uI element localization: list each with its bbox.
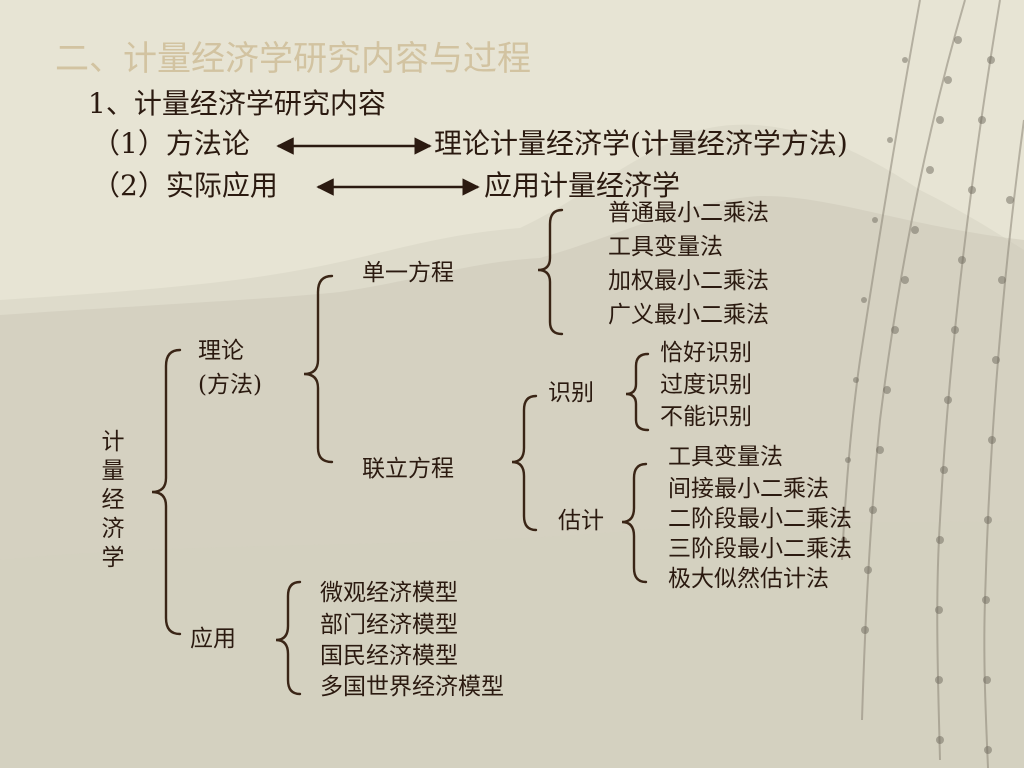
identification-label: 识别 (548, 380, 594, 406)
identification-type-1: 恰好识别 (660, 340, 752, 366)
brace-root (151, 348, 182, 636)
estimation-method-4: 三阶段最小二乘法 (668, 536, 852, 562)
slide-title: 二、计量经济学研究内容与过程 (55, 39, 531, 79)
identification-type-2: 过度识别 (660, 372, 752, 398)
brace-simultaneous (511, 394, 538, 532)
root-char-4: 济 (101, 516, 125, 542)
item1-left-label: （1）方法论 (92, 127, 250, 160)
willow-branches-decoration (841, 0, 1024, 768)
estimation-method-1: 工具变量法 (668, 444, 783, 470)
estimation-method-3: 二阶段最小二乘法 (668, 506, 852, 532)
application-model-2: 部门经济模型 (320, 612, 458, 638)
single-equation-label: 单一方程 (362, 260, 454, 286)
single-method-1: 普通最小二乘法 (608, 200, 769, 226)
root-char-5: 学 (101, 545, 125, 571)
root-char-2: 量 (101, 458, 125, 484)
root-char-1: 计 (101, 429, 125, 455)
estimation-label: 估计 (558, 508, 604, 534)
item2-right-label: 应用计量经济学 (484, 169, 681, 202)
brace-identification (625, 352, 650, 432)
theory-method-label: (方法) (198, 372, 262, 398)
section-subtitle: 1、计量经济学研究内容 (88, 87, 386, 120)
application-model-3: 国民经济模型 (320, 643, 458, 669)
theory-label: 理论 (198, 338, 244, 364)
application-label: 应用 (190, 626, 236, 652)
application-model-1: 微观经济模型 (320, 580, 458, 606)
single-method-4: 广义最小二乘法 (608, 302, 769, 328)
root-label-econometrics: 计 量 经 济 学 (98, 428, 128, 573)
simultaneous-equations-label: 联立方程 (362, 456, 454, 482)
willow-leaves-decoration (841, 36, 1014, 754)
single-method-3: 加权最小二乘法 (608, 268, 769, 294)
estimation-method-2: 间接最小二乘法 (668, 476, 829, 502)
estimation-method-5: 极大似然估计法 (668, 566, 829, 592)
identification-type-3: 不能识别 (660, 404, 752, 430)
brace-estimation (621, 462, 648, 584)
brace-single-equation (537, 208, 564, 336)
single-method-2: 工具变量法 (608, 234, 723, 260)
item1-right-label: 理论计量经济学(计量经济学方法) (434, 127, 848, 160)
application-model-4: 多国世界经济模型 (320, 674, 504, 700)
item2-left-label: （2）实际应用 (92, 169, 278, 202)
brace-theory (303, 274, 334, 464)
brace-application (275, 580, 302, 696)
root-char-3: 经 (101, 487, 125, 513)
